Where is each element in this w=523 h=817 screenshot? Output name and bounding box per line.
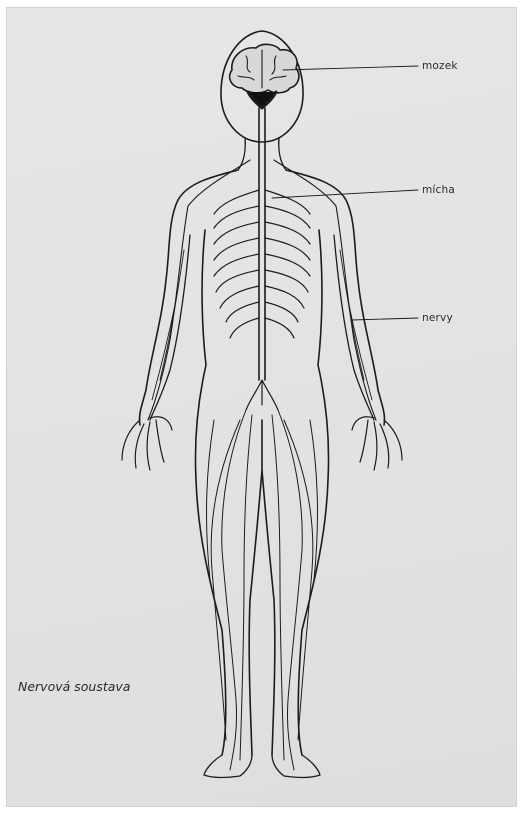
brainstem xyxy=(248,92,276,108)
foot-left xyxy=(204,755,252,777)
foot-right xyxy=(272,755,320,777)
label-spinal-cord: mícha xyxy=(422,184,455,196)
spinal-cord xyxy=(259,108,265,380)
cauda-equina xyxy=(246,380,278,410)
hand-left xyxy=(122,417,172,470)
pointer-line-spinal-cord xyxy=(272,190,418,198)
label-nerves: nervy xyxy=(422,312,453,324)
arm-nerve-branches xyxy=(152,250,372,400)
pointer-line-brain xyxy=(283,66,418,70)
label-brain: mozek xyxy=(422,60,458,72)
figure-caption: Nervová soustava xyxy=(18,679,130,694)
intercostal-nerves-left xyxy=(214,190,259,338)
leg-nerves-right xyxy=(272,410,317,770)
intercostal-nerves-right xyxy=(265,190,310,338)
hand-right xyxy=(352,417,402,470)
body-outline xyxy=(139,170,384,755)
leg-nerves-left xyxy=(207,410,252,770)
brain xyxy=(230,44,299,92)
pointer-line-nerves xyxy=(352,318,418,320)
